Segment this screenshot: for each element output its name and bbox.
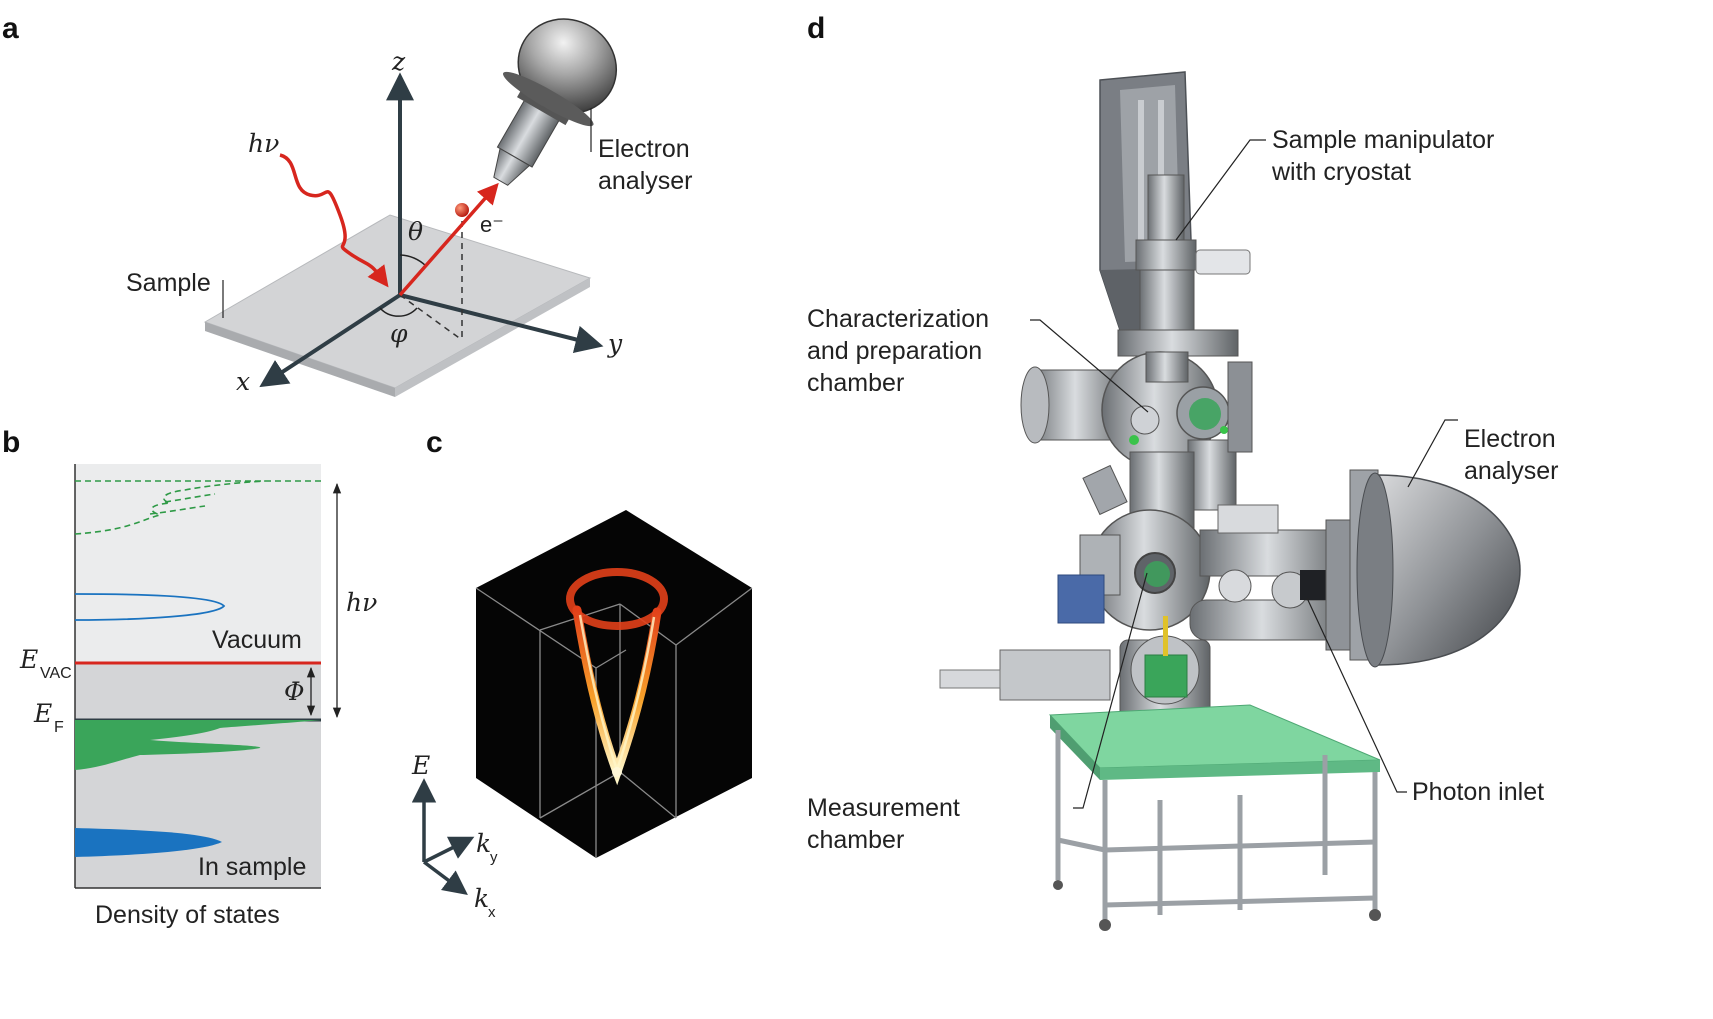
electron-analyser-label-line1: Electron — [1464, 425, 1556, 453]
e-f-label: E — [33, 699, 52, 728]
panel-a-label: a — [2, 12, 19, 45]
photoelectron-arrow — [398, 182, 499, 297]
prep-chamber-label-line3: chamber — [807, 369, 904, 397]
sample-plate — [203, 214, 592, 389]
phi-arc — [379, 307, 418, 317]
in-sample-label: In sample — [198, 853, 306, 881]
kx-axis-label: k — [474, 884, 489, 913]
panel-d: d — [807, 12, 1559, 931]
photon-label: hν — [248, 129, 279, 158]
x-axis-label: x — [236, 367, 250, 396]
projection-dashed-plane — [399, 294, 463, 341]
phi-label: φ — [390, 319, 408, 348]
work-function-label: Φ — [284, 677, 305, 706]
kx-axis — [422, 860, 468, 895]
mini-analyser-icon — [493, 18, 618, 186]
y-axis — [399, 293, 604, 354]
photon-energy-label: hν — [346, 588, 377, 617]
cube-cut-edges — [475, 587, 753, 858]
vacuum-state-peak — [74, 593, 226, 621]
deep-states-fill — [75, 828, 222, 857]
kx-subscript: x — [488, 904, 496, 921]
z-axis-label: z — [391, 47, 406, 76]
panel-a: a z x y θ φ hν e⁻ — [2, 12, 693, 397]
electron-analyser-label-line2: analyser — [1464, 457, 1559, 485]
manipulator-label-line1: Sample manipulator — [1272, 126, 1494, 154]
theta-label: θ — [408, 217, 423, 246]
occupied-states-fill — [75, 720, 321, 770]
panel-c: c E k y k x — [411, 426, 753, 921]
prep-chamber-label-line2: and preparation — [807, 337, 982, 365]
measurement-chamber-label-line1: Measurement — [807, 794, 960, 822]
measurement-chamber-label-line2: chamber — [807, 826, 904, 854]
e-vac-label: E — [19, 645, 38, 674]
ky-subscript: y — [490, 849, 498, 866]
photon-wave — [279, 153, 389, 288]
y-axis-label: y — [607, 329, 623, 358]
prep-chamber-label-line1: Characterization — [807, 305, 989, 333]
panel-c-label: c — [426, 426, 443, 459]
energy-axis-label: E — [411, 751, 430, 780]
dispersion-cone — [566, 568, 668, 786]
arpes-instrument-rendering — [939, 71, 1521, 931]
panel-b-label: b — [2, 426, 20, 459]
photon-inlet-label: Photon inlet — [1412, 778, 1544, 806]
analyser-label-line1: Electron — [598, 135, 690, 163]
ky-axis-label: k — [476, 829, 491, 858]
leader-lines — [1030, 139, 1458, 809]
e-f-subscript: F — [54, 719, 64, 736]
panel-b: b Vacuum In sample E VAC E F Φ — [2, 426, 377, 929]
vacuum-label: Vacuum — [212, 626, 302, 654]
sample-label: Sample — [126, 269, 211, 297]
ky-axis — [423, 836, 475, 864]
manipulator-label-line2: with cryostat — [1271, 158, 1411, 186]
arpes-cube — [476, 510, 752, 858]
analyser-label-line2: analyser — [598, 167, 693, 195]
dos-xlabel: Density of states — [95, 901, 280, 929]
x-axis — [259, 293, 402, 388]
electron-label: e⁻ — [480, 212, 504, 237]
e-vac-subscript: VAC — [40, 665, 72, 682]
sample-plate-edge-side — [395, 278, 590, 397]
panel-d-label: d — [807, 12, 825, 45]
unoccupied-states-dashed — [74, 480, 321, 535]
electron-ball — [455, 203, 469, 217]
table-frame — [1055, 730, 1378, 920]
